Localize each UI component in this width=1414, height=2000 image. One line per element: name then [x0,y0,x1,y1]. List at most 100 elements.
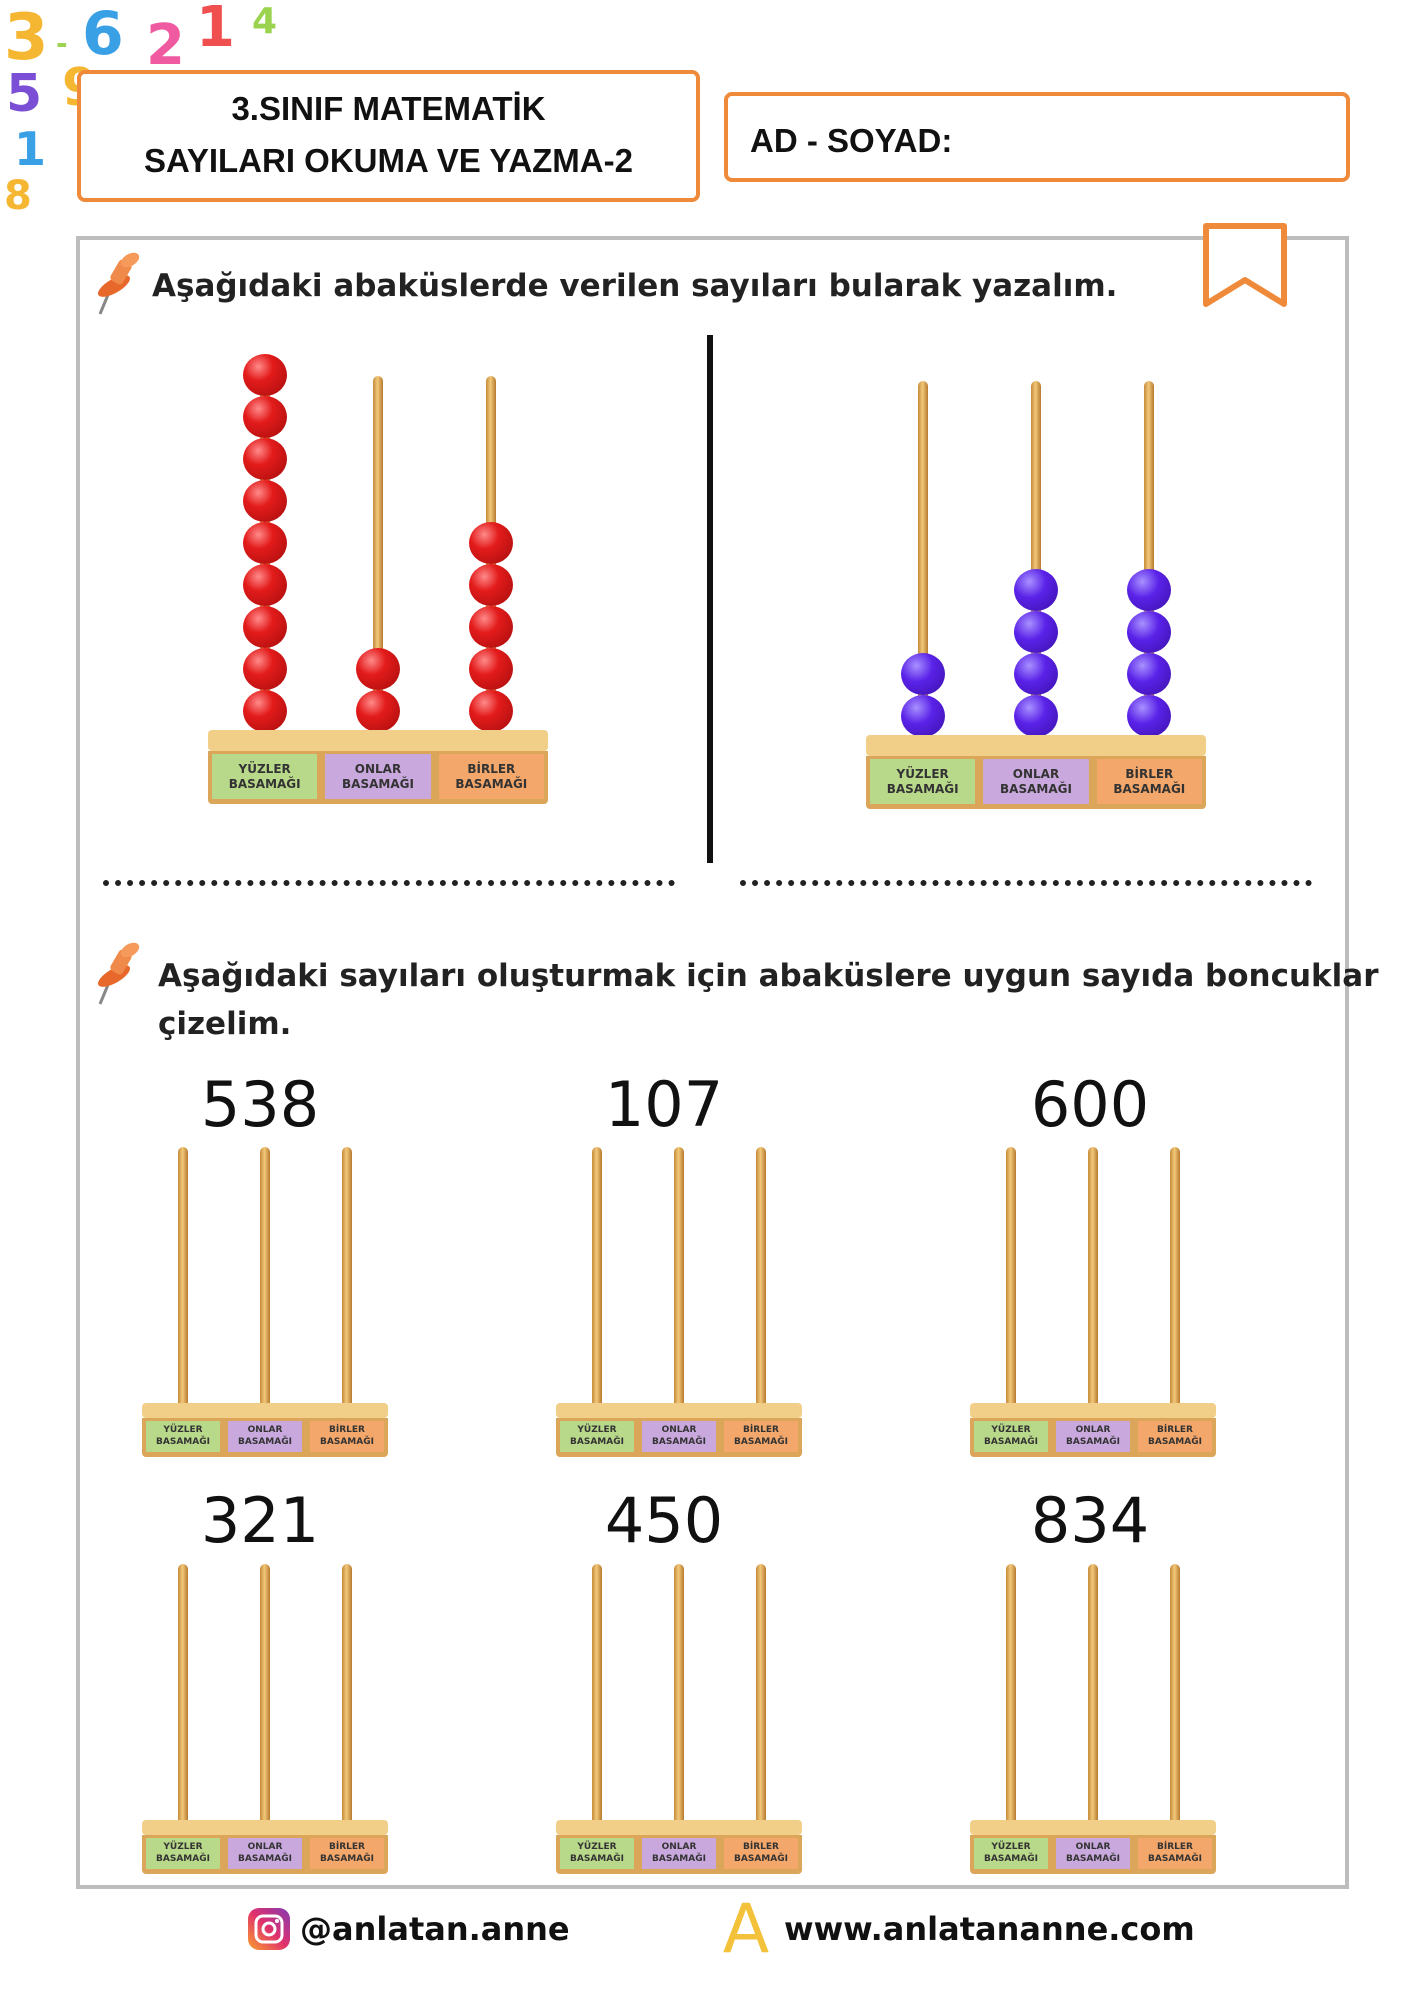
instagram-handle[interactable]: @anlatan.anne [300,1910,570,1948]
place-label-line: BİRLER [1157,1842,1193,1853]
abacus-base-top [970,1820,1216,1835]
abacus-rod-tens [260,1564,270,1828]
place-label-line: BASAMAĞI [228,776,301,791]
place-label-line: YÜZLER [577,1425,617,1436]
place-label-line: YÜZLER [991,1842,1031,1853]
place-label-line: BASAMAĞI [984,1853,1038,1864]
abacus-base-top [970,1403,1216,1418]
title-line-2: SAYILARI OKUMA VE YAZMA-2 [144,142,633,179]
deco-digit: 1 [196,0,235,60]
answer-line-left[interactable] [103,874,675,886]
abacus-base-top [208,730,548,751]
target-number: 450 [604,1484,724,1557]
instagram-icon [248,1908,290,1950]
target-number: 321 [200,1484,320,1557]
answer-line-right[interactable] [740,874,1312,886]
bead [1014,611,1058,653]
name-field[interactable]: AD - SOYAD: [724,92,1350,182]
bead [242,354,287,396]
deco-digit: 6 [82,0,124,69]
target-number: 600 [1030,1068,1150,1141]
bead [356,690,400,732]
abacus-base-top [866,735,1206,756]
place-label-line: BİRLER [743,1842,779,1853]
pushpin-icon [98,252,140,315]
place-label-line: BASAMAĞI [1000,781,1072,796]
bead [1127,695,1172,737]
bead [242,606,287,648]
abacus-rod-tens [1088,1564,1098,1828]
abacus-rod-hundreds [592,1564,602,1828]
place-label-line: BASAMAĞI [342,776,414,791]
place-label-line: BİRLER [467,761,516,776]
abacus-rod-hundreds [1006,1564,1016,1828]
bead [1127,611,1172,653]
place-label-line: YÜZLER [163,1425,203,1436]
place-label-line: BASAMAĞI [1066,1853,1120,1864]
bead [1127,569,1172,611]
bookmark-icon [1203,223,1287,307]
place-label-line: BASAMAĞI [570,1436,624,1447]
place-label-line: BASAMAĞI [455,776,528,791]
bead [242,438,287,480]
bead [242,564,287,606]
deco-digit: 5 [6,64,43,124]
place-label-line: YÜZLER [577,1842,617,1853]
place-label-line: BASAMAĞI [734,1436,788,1447]
abacus-rod-hundreds [178,1564,188,1828]
abacus-rod-ones [342,1147,352,1411]
bead [900,653,945,695]
place-label-line: BASAMAĞI [1148,1436,1202,1447]
place-label-line: ONLAR [1075,1842,1111,1853]
place-label-line: BASAMAĞI [886,781,959,796]
abacus-rod-ones [756,1147,766,1411]
place-label-line: ONLAR [354,761,402,776]
place-label-line: YÜZLER [896,766,949,781]
website-url[interactable]: www.anlatananne.com [784,1910,1195,1948]
bead [1014,569,1058,611]
abacus-rod-ones [1170,1564,1180,1828]
place-label-line: BASAMAĞI [320,1853,374,1864]
abacus-base-top [142,1403,388,1418]
abacus-base-top [556,1403,802,1418]
bead [469,690,514,732]
worksheet-frame [76,236,1349,1889]
instruction-2-line-2: çizelim. [158,1006,292,1042]
abacus-base-top [142,1820,388,1835]
place-label-line: BASAMAĞI [1113,781,1186,796]
abacus-rod-ones [1170,1147,1180,1411]
place-label-line: YÜZLER [163,1842,203,1853]
name-label: AD - SOYAD: [750,122,953,159]
instruction-2-line-1: Aşağıdaki sayıları oluşturmak için abakü… [158,958,1379,994]
place-label-line: ONLAR [247,1842,283,1853]
place-label-line: BİRLER [1157,1425,1193,1436]
